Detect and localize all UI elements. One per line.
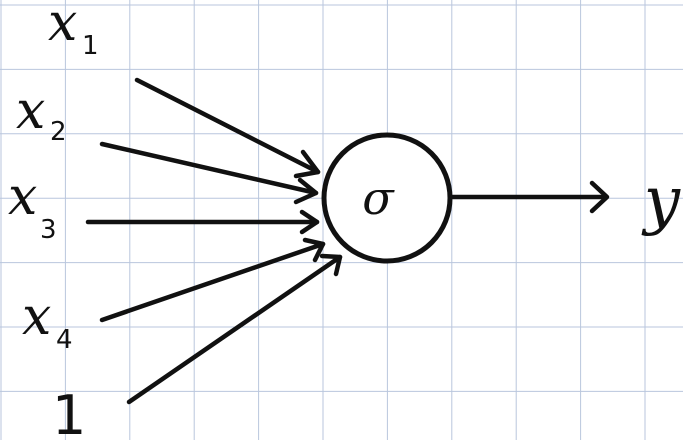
output-arrowhead — [589, 180, 610, 214]
activation-symbol: σ — [362, 171, 395, 225]
arrowhead-bias — [319, 253, 343, 277]
edge-bias — [126, 254, 343, 405]
input-label-x4: x — [22, 287, 51, 347]
output-label: y — [641, 164, 681, 238]
input-subscript-x4: 4 — [56, 325, 73, 355]
input-label-x1: x — [48, 0, 77, 53]
arrowhead-x1 — [293, 149, 321, 179]
edge-x2 — [99, 141, 319, 196]
input-label-x2: x — [16, 81, 45, 141]
arrowhead-x4 — [302, 237, 326, 263]
arrowhead-x2 — [293, 177, 319, 205]
input-subscript-x1: 1 — [82, 31, 99, 61]
bias-label: 1 — [52, 384, 86, 440]
input-subscript-x2: 2 — [50, 117, 67, 147]
edge-x4 — [99, 241, 326, 323]
input-edges — [85, 77, 343, 405]
input-subscript-x3: 3 — [40, 215, 57, 245]
edge-x1 — [134, 77, 321, 175]
arrowhead-x3 — [299, 209, 320, 235]
input-label-x3: x — [8, 167, 37, 227]
